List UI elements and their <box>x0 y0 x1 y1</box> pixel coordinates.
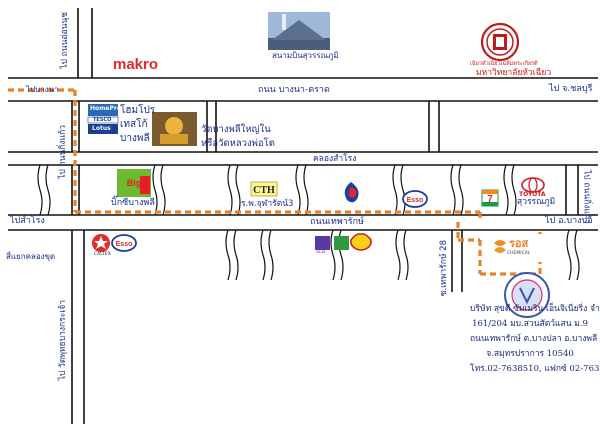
company-address-1: 161/204 มบ.สวนสัตว์แสน ม.9 <box>472 319 588 329</box>
company-logo <box>504 272 550 318</box>
label-to-bangna: ไปบางนา <box>26 85 59 94</box>
label-cth: ร.พ.จุฬารัตน์3 <box>241 199 294 209</box>
svg-text:CTH: CTH <box>253 185 275 196</box>
ptt-station-icon <box>344 182 359 203</box>
caltex-logo <box>92 234 110 252</box>
label-tesco: เทสโก้ <box>120 119 148 130</box>
label-wongwaen: ไป วัดพุทธบางกระเจ้า <box>58 300 68 381</box>
temple-image <box>152 112 197 146</box>
svg-text:Big: Big <box>127 178 142 188</box>
cth-logo: CTH <box>250 181 278 197</box>
label-bigc: บิ๊กซีบางพลี <box>111 198 155 208</box>
toyota-logo <box>521 177 545 193</box>
label-airport: สนามบินสุวรรณภูมิ <box>272 51 339 60</box>
scb-logo <box>315 236 330 250</box>
company-address-2: ถนนเทพารักษ์ ต.บางปลา อ.บางพลี <box>470 334 598 344</box>
esso-logo-lower: Esso <box>111 234 137 252</box>
label-temple-line1: วัดบางพลีใหญ่ใน <box>201 124 271 135</box>
homepro-tesco-logo <box>87 104 119 134</box>
label-university-small: เฉียวหัวเฉียวเฉลิมพระเกียรติ <box>470 61 538 67</box>
label-kingkaew-left: ไป ถนนกิ่งแก้ว <box>58 125 68 179</box>
label-kingkaew-right: ไป ถนนกิ่งแก้ว <box>581 170 592 224</box>
label-caltex: CALTEX <box>94 252 111 257</box>
svg-text:Esso: Esso <box>116 241 133 248</box>
label-sipaek: สี่แยกคลองขุด <box>6 252 56 261</box>
svg-text:7: 7 <box>487 194 493 205</box>
tesco-logo-text: TESCO <box>93 116 112 123</box>
label-to-chonburi: ไป จ.ชลบุรี <box>549 84 593 94</box>
label-to-bangbo: ไป อ.บางบ่อ <box>545 216 593 226</box>
label-bangna-trad: ถนน บางนา-ตราด <box>258 85 330 95</box>
label-thepharak: ถนนเทพารักษ์ <box>310 217 364 227</box>
homepro-logo-text: HomePro <box>90 105 121 112</box>
company-address-3: จ.สมุทรปราการ 10540 <box>486 349 574 359</box>
company-name: บริษัท สุขดี ซัมเมริน เอ็นจิเนียริ่ง จำก… <box>470 304 600 314</box>
kbank-logo <box>334 236 349 250</box>
company-info: บริษัท สุขดี ซัมเมริน เอ็นจิเนียริ่ง จำก… <box>470 302 600 377</box>
lotus-logo-text: Lotus <box>92 125 111 132</box>
label-to-onnut: ไป ถนนอ่อนนุช <box>60 12 70 69</box>
label-bangphli: บางพลี <box>120 133 150 144</box>
airport-icon <box>268 12 330 50</box>
label-to-samrong: ไปสำโรง <box>10 216 45 226</box>
label-canal-samrong: คลองสำโรง <box>313 154 357 164</box>
label-toyota: TOYOTA <box>519 191 546 198</box>
label-rot-sod: รอส <box>509 237 529 250</box>
canal-squiggles <box>37 164 580 281</box>
label-homepro: โฮมโปร <box>120 105 156 116</box>
university-emblem-icon <box>480 22 520 62</box>
esso-logo: Esso <box>402 190 428 208</box>
company-phone: โทร.02-7638510, แฟกซ์ 02-7638511 <box>470 364 600 374</box>
label-rot-sod-sub: CHEMICAL <box>507 251 531 256</box>
makro-logo: makro <box>113 56 158 73</box>
shell-logo <box>350 233 372 251</box>
label-soi-28: ซ.เทพารักษ์ 28 <box>439 240 449 297</box>
bigc-logo: Big <box>117 169 151 197</box>
label-scb: SCB <box>316 250 326 255</box>
seven-eleven-logo: 7 <box>481 189 499 207</box>
label-temple-line2: หรือวัดหลวงพ่อโต <box>201 138 275 149</box>
road-lines <box>8 8 598 424</box>
rot-sod-logo <box>488 234 548 262</box>
label-university: มหาวิทยาลัยหัวเฉียว <box>476 68 552 78</box>
label-toyota-site: สุวรรณภูมิ <box>517 197 556 207</box>
svg-text:Esso: Esso <box>407 197 424 204</box>
